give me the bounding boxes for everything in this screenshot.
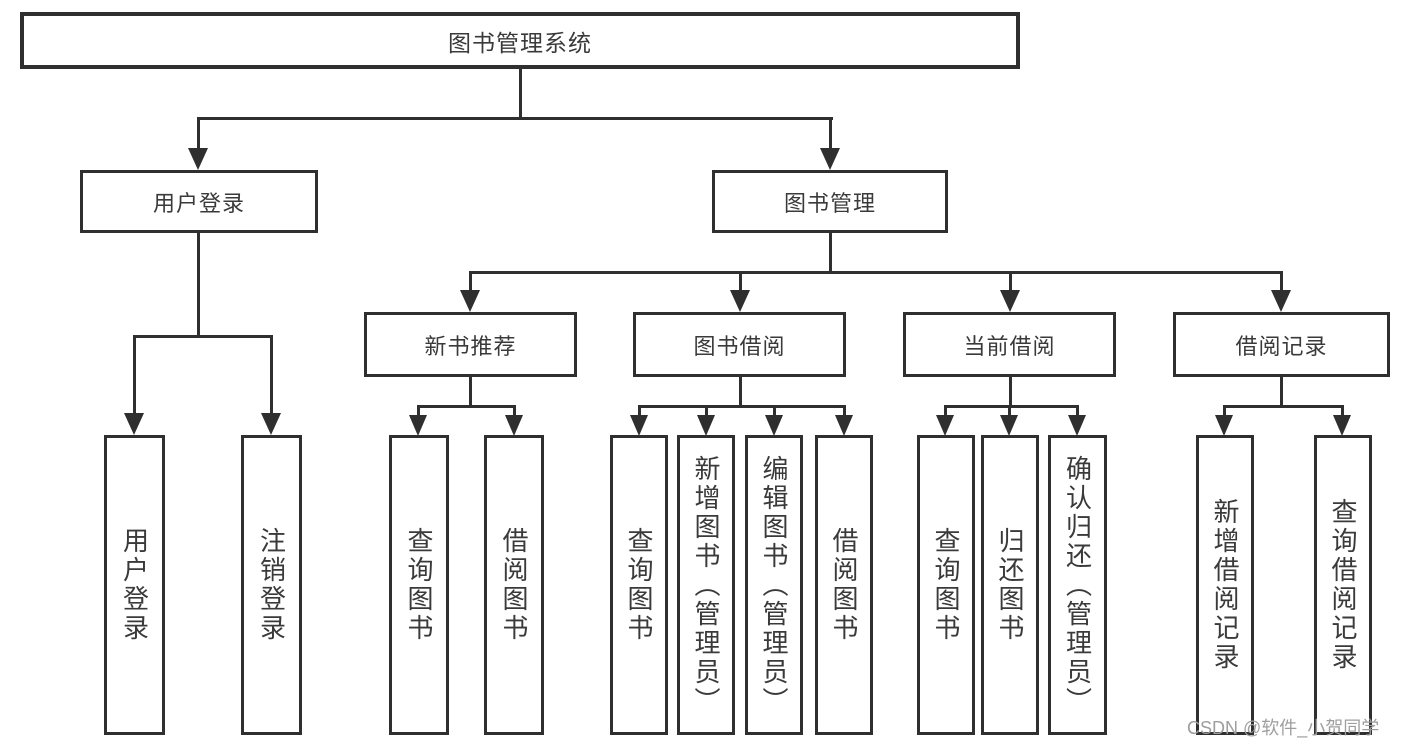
node-new-book-recommend-label: 新书推荐	[424, 333, 517, 359]
arrowhead-icon	[697, 415, 715, 436]
leaf-add-borrow-record: 新增借阅记录	[1196, 435, 1254, 735]
leaf-logout: 注销登录	[241, 435, 302, 735]
connector-vline	[270, 335, 273, 415]
leaf-query-books-recommend-label: 查询图书	[404, 527, 434, 643]
node-book-borrowing: 图书借阅	[633, 312, 846, 377]
leaf-user-login: 用户登录	[104, 435, 165, 735]
leaf-query-books-recommend: 查询图书	[389, 435, 449, 735]
arrowhead-icon	[261, 413, 281, 435]
node-current-borrowing: 当前借阅	[903, 312, 1116, 377]
node-borrowing-records-label: 借阅记录	[1235, 333, 1328, 359]
leaf-query-borrow-record-label: 查询借阅记录	[1328, 498, 1358, 672]
connector-hline	[945, 405, 1078, 408]
leaf-edit-books-admin-label: 编辑图书（管理员）	[759, 454, 789, 716]
leaf-query-books-borrowing: 查询图书	[610, 435, 668, 735]
arrowhead-icon	[820, 148, 840, 170]
arrowhead-icon	[124, 413, 144, 435]
connector-vline	[1008, 405, 1011, 416]
connector-hline	[418, 405, 516, 408]
arrowhead-icon	[630, 415, 648, 436]
connector-vline	[1009, 271, 1012, 292]
connector-vline	[417, 405, 420, 416]
connector-hline	[470, 271, 1282, 274]
arrowhead-icon	[188, 148, 208, 170]
connector-vline	[197, 117, 200, 151]
arrowhead-icon	[1271, 290, 1291, 312]
connector-vline	[133, 335, 136, 415]
node-user-login: 用户登录	[80, 170, 318, 233]
leaf-user-login-label: 用户登录	[119, 527, 150, 643]
connector-vline	[519, 68, 522, 118]
csdn-watermark: CSDN @软件_小贺同学	[1187, 718, 1380, 738]
connector-vline	[469, 377, 472, 407]
node-current-borrowing-label: 当前借阅	[963, 333, 1056, 359]
connector-hline	[1224, 405, 1343, 408]
node-book-borrowing-label: 图书借阅	[693, 333, 786, 359]
arrowhead-icon	[730, 290, 750, 312]
node-new-book-recommend: 新书推荐	[364, 312, 577, 377]
connector-hline	[197, 117, 833, 120]
arrowhead-icon	[936, 415, 954, 436]
leaf-logout-label: 注销登录	[256, 527, 287, 643]
connector-vline	[944, 405, 947, 416]
arrowhead-icon	[835, 415, 853, 436]
node-root: 图书管理系统	[20, 12, 1020, 69]
node-borrowing-records: 借阅记录	[1173, 312, 1390, 377]
connector-vline	[1280, 377, 1283, 407]
arrowhead-icon	[1068, 415, 1086, 436]
arrowhead-icon	[409, 415, 427, 436]
leaf-add-borrow-record-label: 新增借阅记录	[1210, 498, 1240, 672]
connector-vline	[197, 233, 200, 337]
leaf-borrow-books-label: 借阅图书	[829, 527, 859, 643]
leaf-confirm-return-admin-label: 确认归还（管理员）	[1062, 454, 1093, 716]
connector-vline	[1076, 405, 1079, 416]
leaf-query-books-borrowing-label: 查询图书	[624, 527, 654, 643]
connector-vline	[1341, 405, 1344, 416]
leaf-borrow-books-recommend: 借阅图书	[484, 435, 544, 735]
leaf-add-books-admin: 新增图书（管理员）	[677, 435, 735, 735]
node-user-login-label: 用户登录	[152, 190, 245, 216]
connector-hline	[639, 405, 845, 408]
arrowhead-icon	[765, 415, 783, 436]
connector-vline	[705, 405, 708, 416]
arrowhead-icon	[1215, 415, 1233, 436]
node-book-management-label: 图书管理	[783, 190, 876, 216]
leaf-query-books-current: 查询图书	[917, 435, 975, 735]
connector-vline	[1223, 405, 1226, 416]
leaf-query-borrow-record: 查询借阅记录	[1314, 435, 1372, 735]
leaf-return-books: 归还图书	[981, 435, 1039, 735]
arrowhead-icon	[460, 290, 480, 312]
node-root-label: 图书管理系统	[448, 29, 592, 56]
connector-vline	[638, 405, 641, 416]
leaf-confirm-return-admin: 确认归还（管理员）	[1048, 435, 1107, 735]
leaf-add-books-admin-label: 新增图书（管理员）	[691, 454, 721, 716]
connector-vline	[773, 405, 776, 416]
leaf-query-books-current-label: 查询图书	[931, 527, 961, 643]
connector-vline	[1009, 377, 1012, 407]
connector-hline	[134, 335, 273, 338]
connector-vline	[829, 233, 832, 274]
connector-vline	[1280, 271, 1283, 292]
leaf-borrow-books: 借阅图书	[815, 435, 873, 735]
arrowhead-icon	[1333, 415, 1351, 436]
arrowhead-icon	[1000, 415, 1018, 436]
connector-vline	[843, 405, 846, 416]
arrowhead-icon	[1000, 290, 1020, 312]
connector-vline	[469, 271, 472, 292]
connector-vline	[739, 271, 742, 292]
connector-vline	[513, 405, 516, 416]
leaf-return-books-label: 归还图书	[995, 527, 1025, 643]
connector-vline	[829, 117, 832, 151]
node-book-management: 图书管理	[712, 170, 948, 233]
connector-vline	[739, 377, 742, 407]
arrowhead-icon	[505, 415, 523, 436]
leaf-edit-books-admin: 编辑图书（管理员）	[745, 435, 803, 735]
leaf-borrow-books-recommend-label: 借阅图书	[499, 527, 529, 643]
